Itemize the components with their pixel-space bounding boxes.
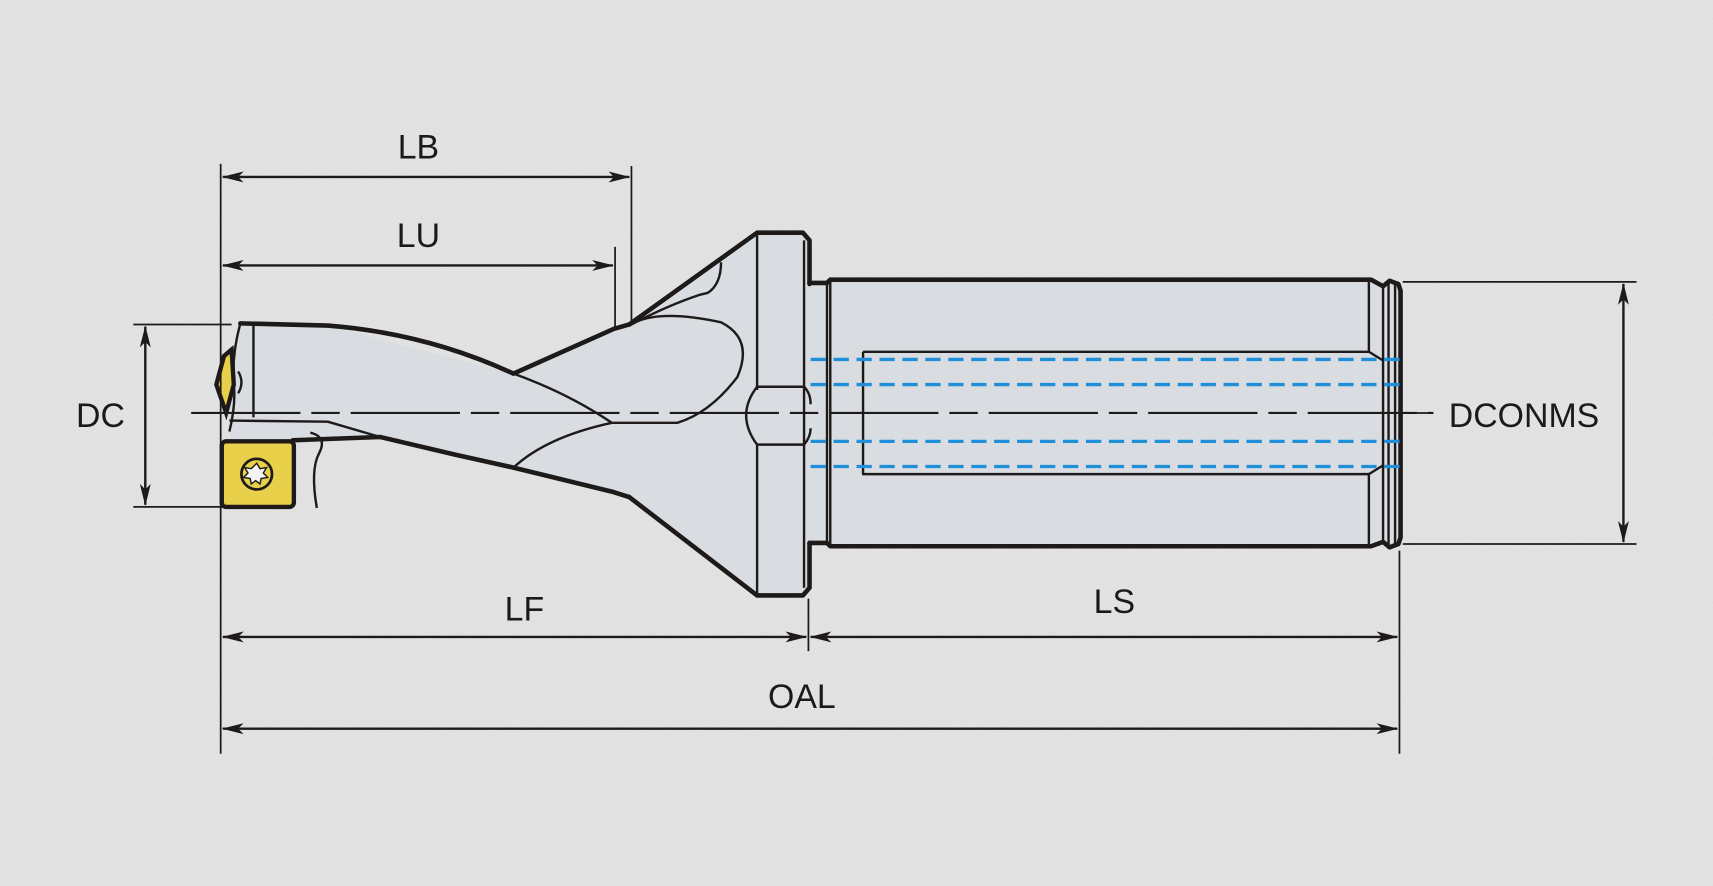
dimension-dc: DC <box>76 325 151 506</box>
dimension-dconms: DCONMS <box>1449 282 1629 543</box>
label-dconms: DCONMS <box>1449 397 1599 435</box>
shank <box>809 279 1401 548</box>
extension-lines <box>133 163 1637 754</box>
label-lu: LU <box>397 217 440 255</box>
dimension-ls: LS <box>809 583 1399 643</box>
label-oal: OAL <box>768 678 836 716</box>
label-lb: LB <box>398 128 439 166</box>
central-insert <box>219 439 297 510</box>
label-dc: DC <box>76 397 125 435</box>
coolant-channels <box>810 357 1401 469</box>
dimension-lf: LF <box>221 591 808 643</box>
label-lf: LF <box>505 591 545 629</box>
dimension-lb: LB <box>221 128 631 183</box>
dimension-lu: LU <box>221 217 614 271</box>
dimension-oal: OAL <box>221 678 1399 735</box>
label-ls: LS <box>1094 583 1135 621</box>
